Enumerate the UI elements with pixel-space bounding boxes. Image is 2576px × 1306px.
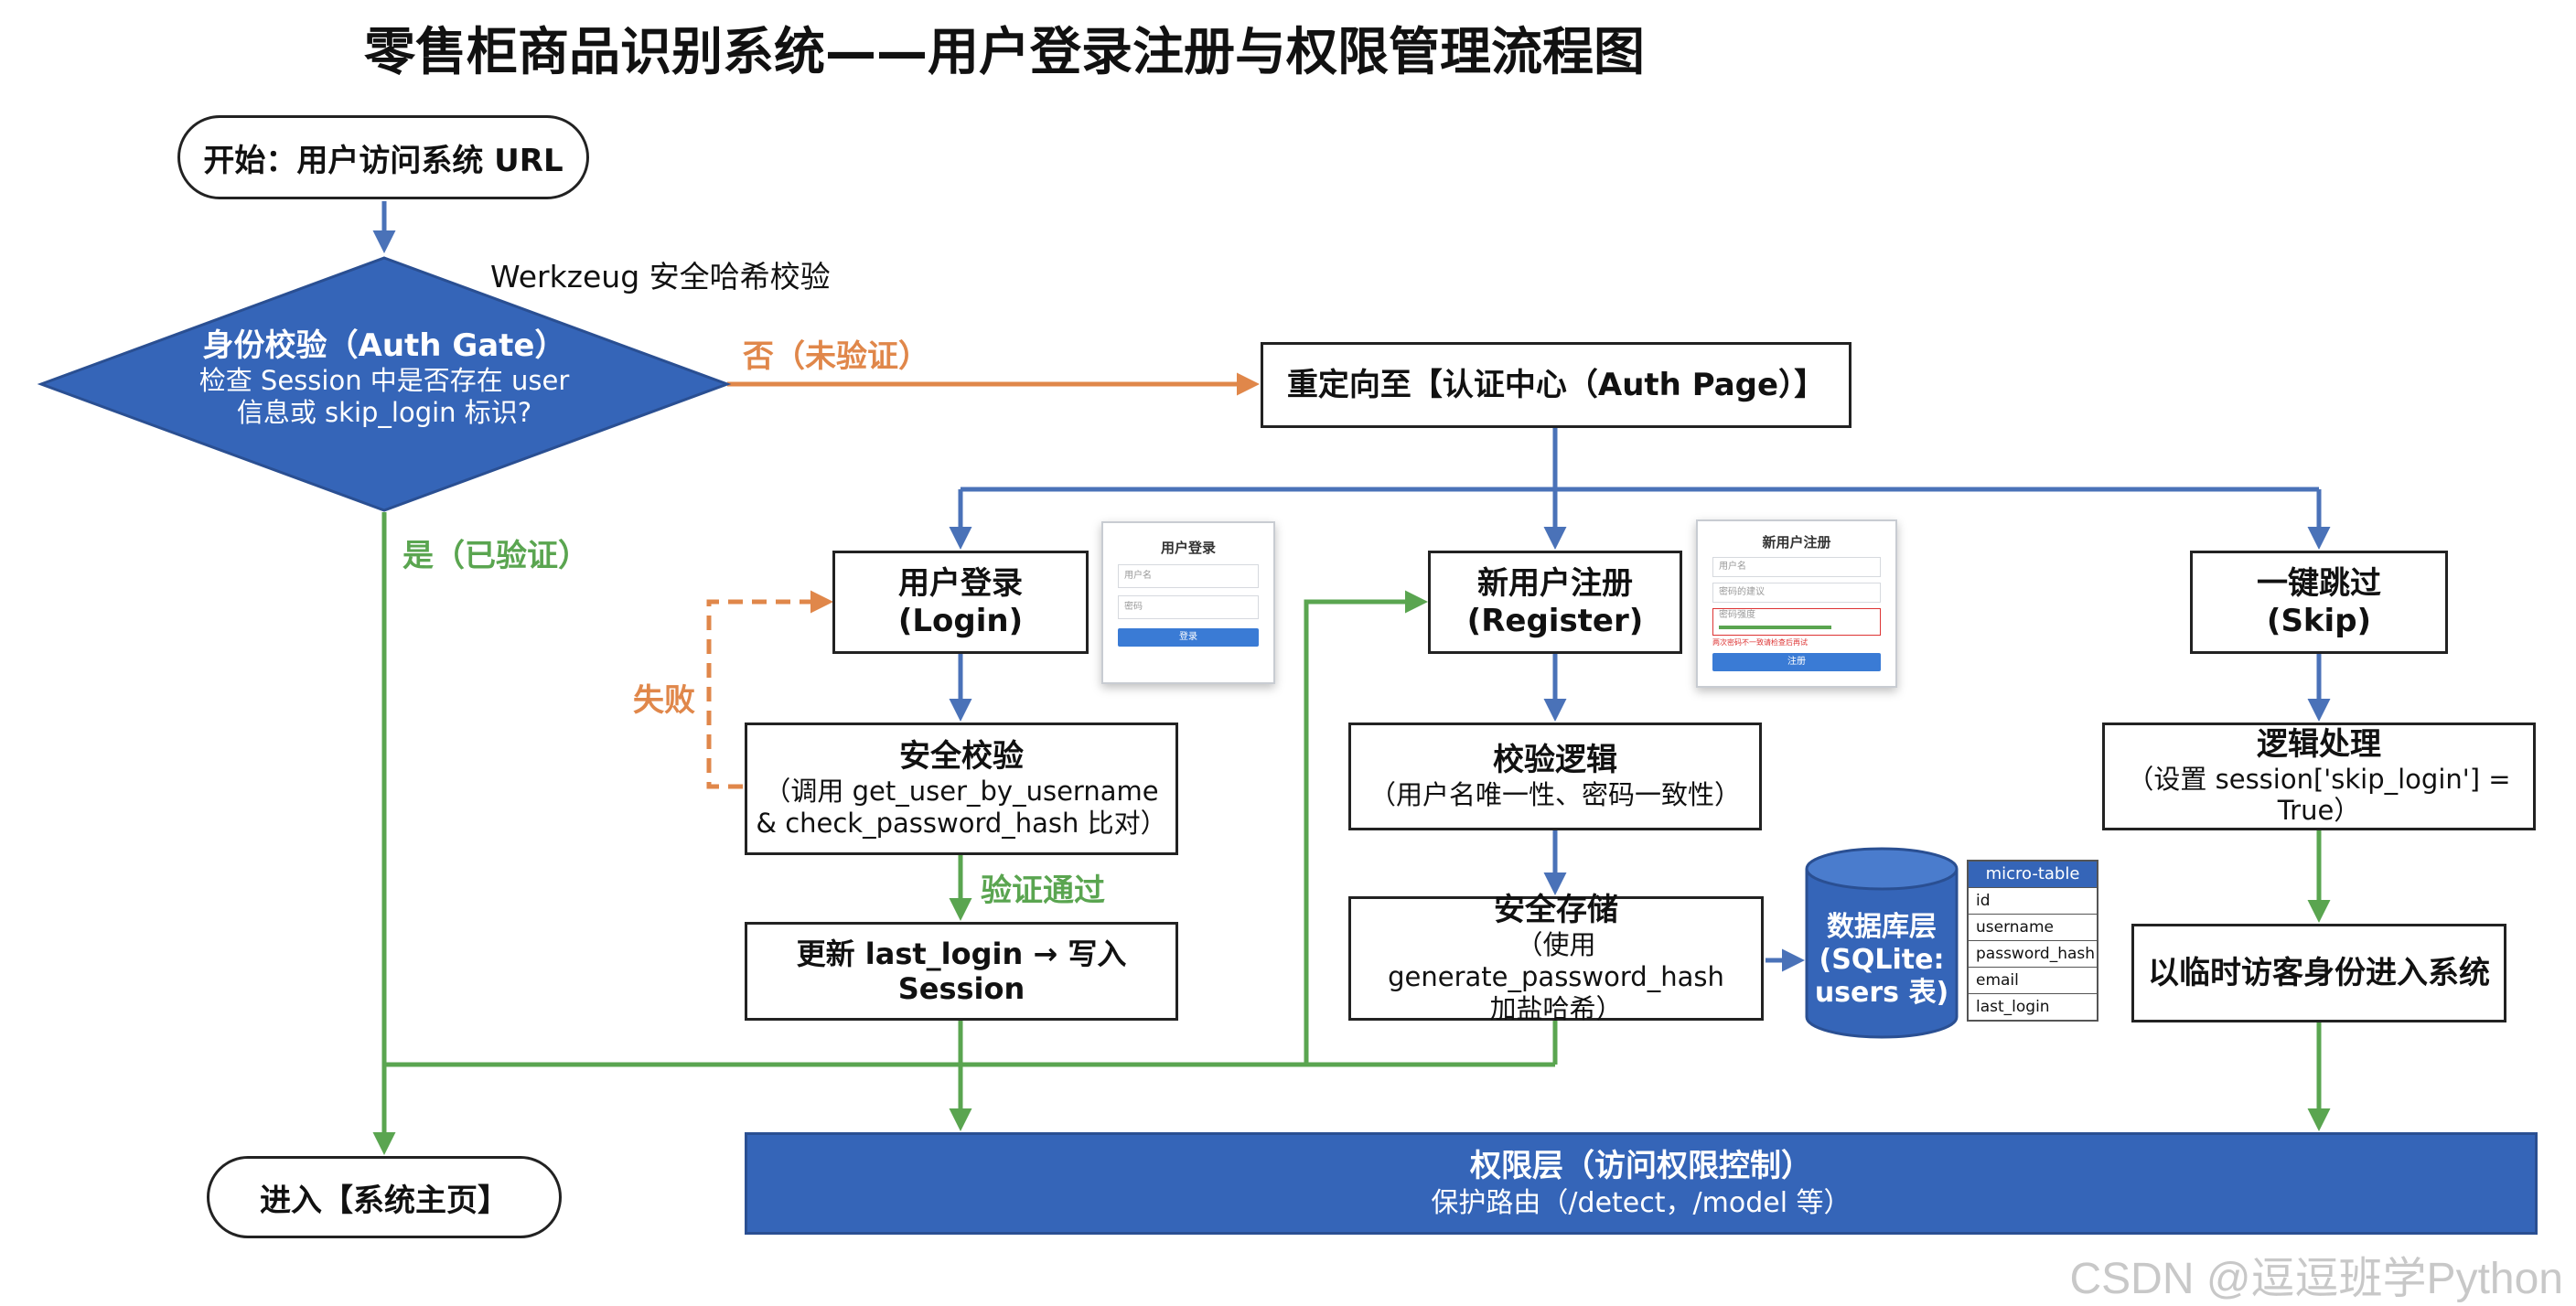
login-subtitle: (Login) bbox=[897, 602, 1024, 639]
skip-subtitle: (Skip) bbox=[2266, 602, 2372, 639]
permission-layer: 权限层（访问权限控制） 保护路由（/detect，/model 等） bbox=[745, 1132, 2538, 1235]
db-line2: (SQLite: bbox=[1819, 944, 1945, 976]
auth-gate-title: 身份校验（Auth Gate） bbox=[202, 327, 566, 364]
home-node: 进入【系统主页】 bbox=[207, 1156, 562, 1238]
register-form-preview: 新用户注册 用户名 密码的建议 密码强度 两次密码不一致请检查后再试 注册 bbox=[1696, 519, 1897, 688]
arrow-fail-retry bbox=[706, 590, 833, 789]
db-line1: 数据库层 bbox=[1827, 911, 1937, 943]
page-title: 零售柜商品识别系统——用户登录注册与权限管理流程图 bbox=[364, 23, 1645, 82]
logic-line1: （设置 session['skip_login'] = True） bbox=[2127, 763, 2511, 827]
yes-branch-label: 是（已验证） bbox=[402, 538, 589, 574]
guest-node: 以临时访客身份进入系统 bbox=[2131, 924, 2506, 1022]
register-preview-password-field: 密码的建议 bbox=[1712, 583, 1881, 603]
database-cylinder bbox=[1805, 847, 1959, 1039]
login-form-preview: 用户登录 用户名 密码 登录 bbox=[1101, 521, 1275, 684]
register-preview-strength-label: 密码强度 bbox=[1719, 610, 1755, 620]
validate-line1: （用户名唯一性、密码一致性） bbox=[1368, 779, 1741, 810]
micro-table-header: micro-table bbox=[1969, 862, 2097, 887]
login-title: 用户登录 bbox=[898, 564, 1023, 602]
logic-title: 逻辑处理 bbox=[2257, 725, 2381, 763]
register-title: 新用户注册 bbox=[1477, 564, 1633, 602]
register-preview-title: 新用户注册 bbox=[1762, 534, 1831, 551]
skip-node: 一键跳过 (Skip) bbox=[2190, 551, 2448, 654]
register-preview-hint: 两次密码不一致请检查后再试 bbox=[1712, 638, 1808, 647]
auth-gate-diamond bbox=[37, 256, 732, 512]
security-check-node: 安全校验 （调用 get_user_by_username & check_pa… bbox=[745, 723, 1178, 855]
logic-node: 逻辑处理 （设置 session['skip_login'] = True） bbox=[2102, 723, 2536, 830]
micro-table: micro-table id username password_hash em… bbox=[1967, 860, 2098, 1022]
store-line2: 加盐哈希） bbox=[1489, 992, 1623, 1024]
micro-table-row: last_login bbox=[1969, 993, 2097, 1020]
db-line3: users 表) bbox=[1814, 977, 1949, 1009]
store-title: 安全存储 bbox=[1494, 892, 1618, 929]
micro-table-row: email bbox=[1969, 967, 2097, 993]
security-check-line1: （调用 get_user_by_username bbox=[764, 776, 1159, 808]
register-node: 新用户注册 (Register) bbox=[1428, 551, 1682, 654]
login-preview-password-field: 密码 bbox=[1118, 595, 1259, 619]
csdn-watermark: CSDN @逗逗班学Python bbox=[2069, 1255, 2563, 1303]
permission-subtitle: 保护路由（/detect，/model 等） bbox=[1431, 1186, 1852, 1219]
redirect-auth-page: 重定向至【认证中心（Auth Page）】 bbox=[1261, 342, 1852, 428]
auth-gate-text: 身份校验（Auth Gate） 检查 Session 中是否存在 user 信息… bbox=[119, 327, 649, 428]
micro-table-row: username bbox=[1969, 914, 2097, 940]
pass-label: 验证通过 bbox=[981, 872, 1105, 909]
database-label: 数据库层 (SQLite: users 表) bbox=[1807, 911, 1957, 1010]
no-branch-label: 否（未验证） bbox=[743, 338, 929, 375]
auth-gate-line1: 检查 Session 中是否存在 user bbox=[199, 364, 570, 396]
security-check-title: 安全校验 bbox=[899, 738, 1024, 776]
micro-table-row: id bbox=[1969, 887, 2097, 914]
register-preview-button: 注册 bbox=[1712, 653, 1881, 671]
update-session-node: 更新 last_login → 写入 Session bbox=[745, 922, 1178, 1021]
permission-title: 权限层（访问权限控制） bbox=[1470, 1148, 1812, 1184]
start-node: 开始：用户访问系统 URL bbox=[177, 115, 589, 199]
login-preview-username-field: 用户名 bbox=[1118, 564, 1259, 588]
arrow-to-register-green bbox=[1304, 590, 1428, 1065]
register-subtitle: (Register) bbox=[1466, 602, 1644, 639]
auth-gate-line2: 信息或 skip_login 标识? bbox=[236, 396, 532, 428]
validate-node: 校验逻辑 （用户名唯一性、密码一致性） bbox=[1348, 723, 1762, 830]
secure-store-node: 安全存储 （使用 generate_password_hash 加盐哈希） bbox=[1348, 892, 1764, 1024]
store-line1: （使用 generate_password_hash bbox=[1388, 929, 1724, 992]
login-node: 用户登录 (Login) bbox=[832, 551, 1089, 654]
werkzeug-note: Werkzeug 安全哈希校验 bbox=[490, 259, 831, 294]
validate-title: 校验逻辑 bbox=[1493, 742, 1617, 779]
register-preview-username-field: 用户名 bbox=[1712, 557, 1881, 577]
strength-bar bbox=[1719, 626, 1832, 629]
security-check-line2: & check_password_hash 比对） bbox=[756, 807, 1167, 839]
login-preview-button: 登录 bbox=[1118, 628, 1259, 647]
login-preview-title: 用户登录 bbox=[1160, 540, 1216, 556]
register-preview-strength-field: 密码强度 bbox=[1712, 608, 1881, 636]
fail-label: 失败 bbox=[633, 682, 695, 719]
micro-table-row: password_hash bbox=[1969, 940, 2097, 967]
skip-title: 一键跳过 bbox=[2257, 564, 2381, 602]
